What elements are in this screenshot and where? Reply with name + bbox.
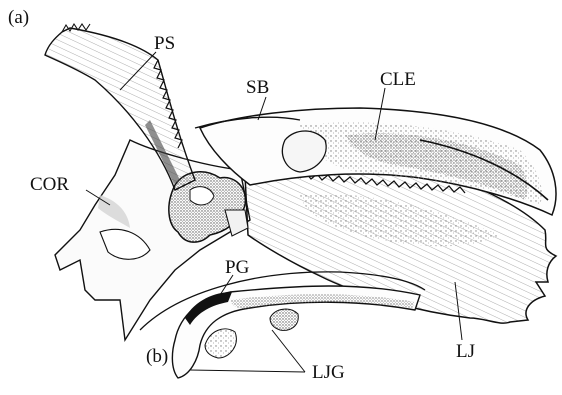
panel-a-label: (a) [8, 8, 29, 27]
ljg-label: LJG [312, 363, 345, 382]
cle-label: CLE [380, 70, 416, 89]
panel-b-label: (b) [146, 347, 168, 366]
ljg-leader-2 [272, 330, 305, 372]
ps-label: PS [154, 34, 175, 53]
sb-label: SB [246, 78, 269, 97]
ljg-leader-1 [190, 370, 305, 372]
lj-label: LJ [456, 342, 475, 361]
inset-lobe [270, 309, 298, 330]
pg-label: PG [225, 258, 249, 277]
cor-label: COR [30, 175, 69, 194]
inset-inner-loop [205, 329, 236, 358]
